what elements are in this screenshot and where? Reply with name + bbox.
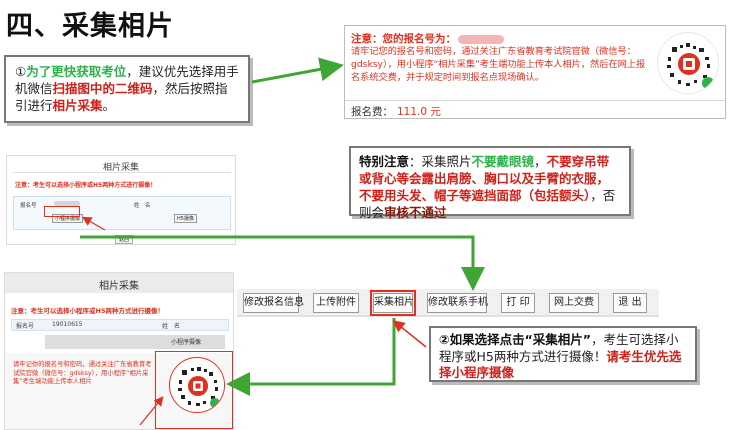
online-payment-button[interactable]: 网上交费 xyxy=(549,293,599,313)
preview-info-table: 报名号 姓 名 小程序摄像 H5摄像 xyxy=(13,196,231,230)
arrow-to-toolbar xyxy=(80,235,485,291)
arrow-to-capture-photo xyxy=(392,320,427,348)
mini-program-popup-header: 小程序摄像 xyxy=(45,335,225,349)
action-toolbar: 修改报名信息 上传附件 采集相片 修改联系手机 打 印 网上交费 退 出 xyxy=(237,289,659,317)
arrow-to-notice-card xyxy=(251,57,344,84)
tip-scan-qr: ①为了更快获取考位，建议优先选择用手机微信扫描图中的二维码，然后按照指引进行相片… xyxy=(4,55,250,123)
photo-capture-page-preview: 相片采集 注意：考生可以选择小程序或H5两种方式进行摄像！ 报名号 姓 名 小程… xyxy=(6,155,236,245)
arrow-to-mini-program xyxy=(81,216,106,231)
redacted-registration-number xyxy=(458,34,504,44)
registration-number-label: 注意：您的报名号为： xyxy=(351,31,504,46)
registration-notice-card: 注意：您的报名号为： 请牢记您的报名号和密码，通过关注广东省教育考试院官微（微信… xyxy=(344,25,726,119)
print-button[interactable]: 打 印 xyxy=(501,293,535,313)
upload-attachment-button[interactable]: 上传附件 xyxy=(313,293,359,313)
step2-instruction-box: ②如果选择点击“采集相片”，考生可选择小程序或H5两种方式进行摄像！请考生优先选… xyxy=(429,326,697,382)
mini-program-popup-preview: 相片采集 注意：考生可以选择小程序或H5两种方式进行摄像！ 报名号 190106… xyxy=(4,272,234,430)
qr-code-icon[interactable] xyxy=(169,357,225,413)
preview2-warning: 注意：考生可以选择小程序或H5两种方式进行摄像！ xyxy=(11,307,164,315)
preview-warning: 注意：考生可以选择小程序或H5两种方式进行摄像！ xyxy=(15,182,157,189)
qr-code-icon[interactable] xyxy=(657,32,719,94)
page-title: 四、采集相片 xyxy=(6,11,174,42)
edit-phone-button[interactable]: 修改联系手机 xyxy=(427,293,488,313)
fee-value: 111.0 元 xyxy=(397,106,441,118)
notice-body-text: 请牢记您的报名号和密码，通过关注广东省教育考试院官微（微信号：gdsksy），用… xyxy=(351,46,646,83)
h5-capture-button[interactable]: H5摄像 xyxy=(174,214,197,223)
arrow-to-qr-preview xyxy=(226,318,396,396)
fee-label: 报名费： xyxy=(351,106,393,118)
preview2-info-row: 报名号 19010615 姓 名 xyxy=(11,319,229,331)
special-notice-box: 特别注意：采集照片不要戴眼镜，不要穿吊带或背心等会露出肩膀、胸口以及手臂的衣服，… xyxy=(349,146,631,220)
edit-registration-button[interactable]: 修改报名信息 xyxy=(243,293,304,313)
highlight-mini-program-button xyxy=(44,206,80,217)
exit-button[interactable]: 退 出 xyxy=(613,293,647,313)
popup-instruction-text: 请牢记你的报名号和密码，通过关注广东省教育考试院官微（微信号：gdsksy），用… xyxy=(13,361,152,385)
preview-title: 相片采集 xyxy=(102,163,139,173)
arrow-to-popup xyxy=(139,396,164,426)
capture-photo-button[interactable]: 采集相片 xyxy=(370,290,416,316)
preview2-title: 相片采集 xyxy=(99,281,139,292)
redacted-field xyxy=(54,201,80,206)
fee-row: 报名费： 111.0 元 xyxy=(345,100,725,122)
